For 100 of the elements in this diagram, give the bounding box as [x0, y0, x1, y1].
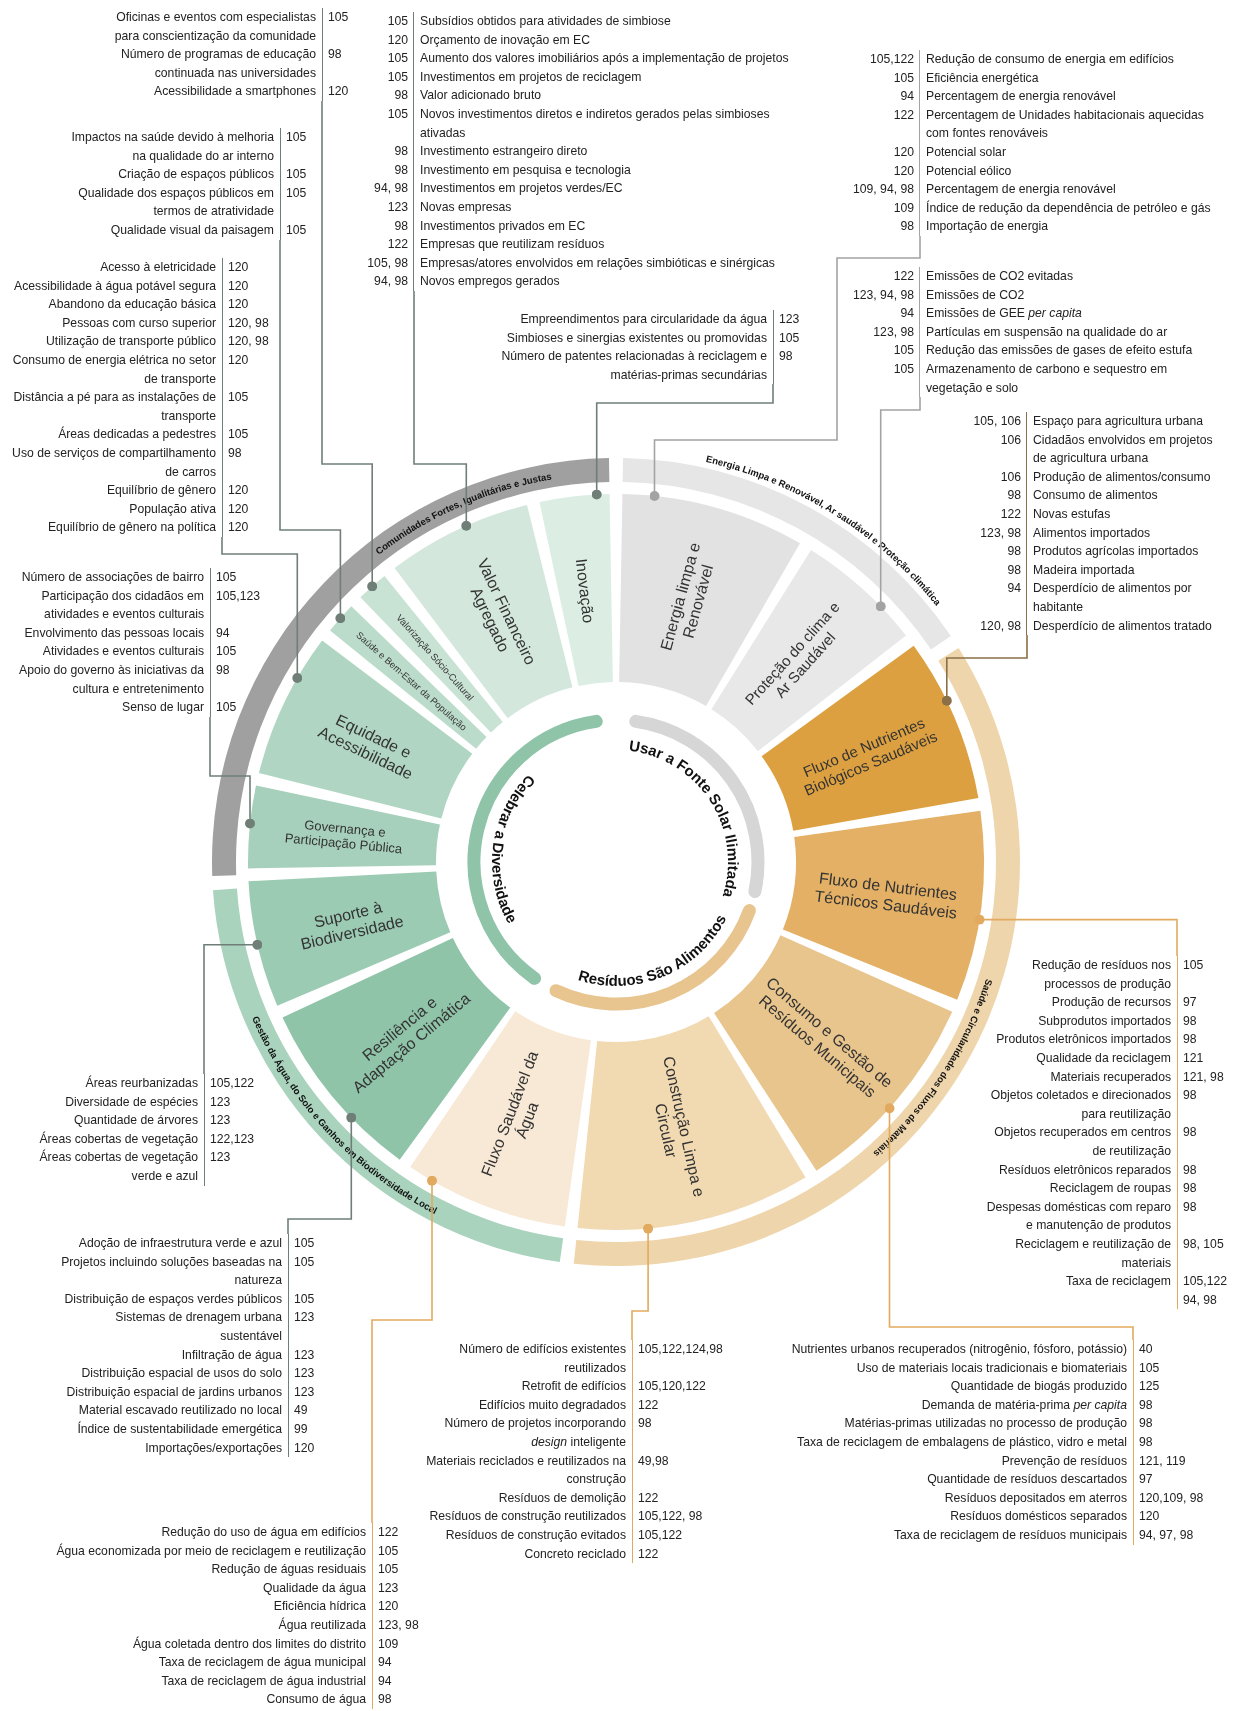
indicator-name: Taxa de reciclagem — [1065, 1273, 1172, 1291]
indicator-name: Materiais recuperados — [1049, 1068, 1172, 1086]
indicator-name: Número de projetos incorporando design inteligente — [443, 1415, 627, 1451]
reference-numbers: 122 — [632, 1395, 728, 1415]
indicator-name: Materiais reciclados e reutilizados na construção — [425, 1452, 627, 1489]
reference-numbers: 98 — [1177, 1030, 1229, 1049]
indicator-name: Importação de energia — [925, 218, 1049, 236]
indicator-name: Qualidade da água — [262, 1579, 367, 1597]
indicator-name: Distribuição espacial de usos do solo — [80, 1365, 283, 1383]
indicator-name: Acessibilidade à água potável segura — [13, 277, 217, 295]
reference-numbers: 94 — [372, 1671, 422, 1691]
indicator-name: Envolvimento das pessoas locais — [23, 624, 205, 642]
indicator-name: Potencial solar — [925, 143, 1007, 161]
indicator-name: Taxa de reciclagem de embalagens de plástico, vidro e metal — [796, 1433, 1128, 1451]
wheel-segment: Governança e Participação Pública — [248, 785, 440, 869]
indicator-name: Áreas dedicadas a pedestres — [57, 425, 217, 444]
reference-numbers: 123 — [364, 197, 414, 217]
reference-numbers: 105 — [364, 49, 414, 68]
indicator-name: Qualidade da reciclagem — [1035, 1049, 1172, 1067]
indicator-name: Participação dos cidadãos em atividades e eventos culturais — [40, 587, 205, 624]
indicator-name: Taxa de reciclagem de resíduos municipais — [892, 1526, 1128, 1544]
reference-numbers: 122 — [632, 1544, 728, 1564]
leader-line — [209, 716, 255, 829]
indicator-name: Índice de redução da dependência de petróleo e gás — [925, 199, 1212, 217]
reference-numbers: 120 — [848, 161, 920, 181]
indicator-name: Resíduos domésticos separados — [949, 1508, 1128, 1526]
indicator-name: Oficinas e eventos com especialistas para conscientização da comunidade — [113, 9, 317, 45]
reference-numbers: 105 — [372, 1541, 422, 1561]
reference-numbers: 94 — [372, 1653, 422, 1672]
reference-numbers: 94 — [848, 87, 920, 106]
wheel-segment: Inovação — [539, 494, 613, 686]
indicator-name: Empresas/atores envolvidos em relações simbióticas e sinérgicas — [419, 254, 776, 272]
indicator-name: Quantidade de resíduos descartados — [926, 1471, 1128, 1489]
indicator-name: Acessibilidade a smartphones — [153, 83, 317, 101]
reference-numbers: 105 — [210, 642, 258, 661]
indicator-name: Percentagem de energia renovável — [925, 181, 1117, 199]
reference-numbers: 105,122, 98 — [632, 1507, 728, 1526]
reference-numbers: 98 — [364, 216, 414, 236]
indicator-name: Empreendimentos para circularidade da água — [519, 311, 768, 328]
indicator-name: Importações/exportações — [144, 1439, 283, 1457]
indicator-name: Taxa de reciclagem de água industrial — [160, 1672, 367, 1690]
indicator-name: Matérias-primas utilizadas no processo de produção — [843, 1415, 1128, 1433]
reference-numbers: 120, 98 — [222, 313, 274, 333]
reference-numbers: 97 — [1133, 1470, 1213, 1489]
leader-line — [287, 1112, 357, 1235]
indicator-name: Reciclagem de roupas — [1048, 1180, 1172, 1198]
reference-numbers: 123 — [288, 1308, 322, 1346]
leader-line — [279, 239, 346, 624]
reference-numbers: 105 — [222, 388, 274, 426]
reference-numbers: 123 — [372, 1578, 422, 1598]
indicator-name: Desperdício de alimentos por habitante — [1032, 580, 1193, 616]
indicator-name: Senso de lugar — [121, 699, 205, 717]
indicator-name: Impactos na saúde devido à melhoria na qualidade do ar interno — [70, 129, 275, 165]
reference-numbers: 98 — [364, 142, 414, 161]
leader-line — [974, 914, 1178, 957]
reference-numbers: 98 — [1133, 1395, 1213, 1415]
indicator-name: Diversidade de espécies — [64, 1093, 199, 1111]
indicator-name: Emissões de CO2 — [925, 286, 1026, 304]
indicator-name: Prevenção de resíduos — [1000, 1452, 1128, 1470]
indicator-name: Quantidade de árvores — [73, 1112, 199, 1130]
indicator-name: Qualidade dos espaços públicos em termos de atratividade — [77, 184, 275, 221]
leader-line — [649, 235, 921, 501]
reference-numbers: 120,109, 98 — [1133, 1488, 1213, 1508]
reference-numbers: 105,122 — [848, 50, 920, 69]
reference-numbers: 105 — [280, 128, 308, 166]
reference-numbers: 49 — [288, 1401, 322, 1420]
reference-numbers: 123 — [288, 1345, 322, 1365]
reference-numbers: 105,120,122 — [632, 1377, 728, 1396]
reference-numbers: 105, 106 — [955, 412, 1027, 431]
indicator-name: Utilização de transporte público — [44, 333, 217, 351]
reference-numbers: 120 — [222, 481, 274, 500]
indicator-name: Investimentos privados em EC — [419, 217, 587, 235]
reference-numbers: 105 — [280, 220, 308, 240]
reference-numbers: 123, 98 — [955, 523, 1027, 543]
reference-numbers: 94, 98 — [364, 179, 414, 198]
indicator-name: Percentagem de energia renovável — [925, 88, 1117, 106]
indicator-name: Empresas que reutilizam resíduos — [419, 236, 606, 254]
indicator-name: Quantidade de biogás produzido — [949, 1378, 1128, 1396]
reference-numbers: 109 — [372, 1634, 422, 1654]
indicator-name: Redução do uso de água em edifícios — [160, 1524, 367, 1541]
reference-numbers: 120 — [288, 1438, 322, 1458]
reference-numbers: 105 — [1133, 1358, 1213, 1378]
reference-numbers: 120 — [222, 350, 274, 389]
indicator-name: Distribuição de espaços verdes públicos — [63, 1290, 283, 1308]
indicator-name: Armazenamento de carbono e sequestro em vegetação e solo — [925, 360, 1169, 397]
reference-numbers: 120 — [222, 499, 274, 519]
indicator-name: Redução de águas residuais — [210, 1561, 367, 1579]
indicator-name: Madeira importada — [1032, 561, 1136, 579]
reference-numbers: 105 — [364, 12, 414, 31]
indicator-name: Produção de recursos — [1050, 994, 1172, 1012]
reference-numbers: 105 — [773, 328, 803, 348]
reference-numbers: 109 — [848, 198, 920, 218]
indicator-name: Emissões de CO2 evitadas — [925, 268, 1074, 285]
indicator-name: Resíduos de construção evitados — [444, 1526, 627, 1544]
indicator-name: Investimentos em projetos de reciclagem — [419, 68, 643, 86]
reference-numbers: 123 — [773, 310, 803, 329]
reference-numbers: 98 — [1133, 1432, 1213, 1452]
reference-numbers: 123, 98 — [372, 1615, 422, 1635]
reference-numbers: 105 — [288, 1289, 322, 1309]
indicator-name: Atividades e eventos culturais — [41, 643, 205, 661]
